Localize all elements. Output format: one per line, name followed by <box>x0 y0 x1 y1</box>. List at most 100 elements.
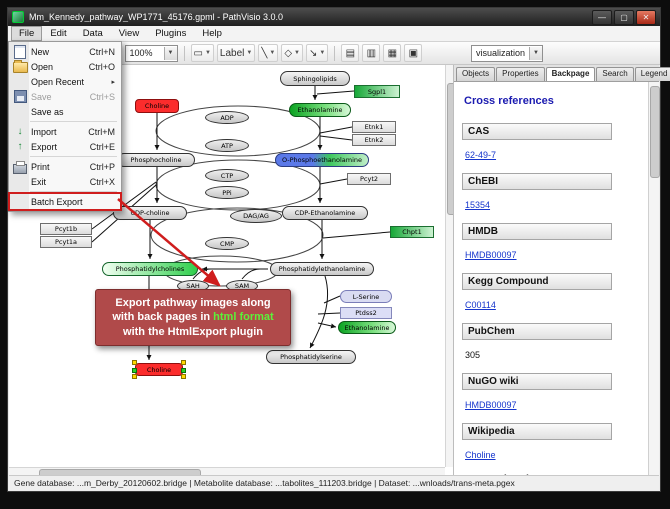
new-line-button[interactable]: ╲▼ <box>258 44 279 62</box>
chevron-down-icon[interactable]: ▼ <box>246 50 253 56</box>
menu-edit[interactable]: Edit <box>50 28 67 39</box>
node-phosphatidylcholines[interactable]: Phosphatidylcholines <box>102 262 198 276</box>
minimize-button[interactable]: — <box>592 9 612 25</box>
tab-backpage[interactable]: Backpage <box>545 67 596 81</box>
node-pcyt2[interactable]: Pcyt2 <box>347 173 391 185</box>
node-dag-ag[interactable]: DAG/AG <box>230 209 282 223</box>
align-vertical-button[interactable]: ▥ <box>362 44 381 62</box>
node-etnk2[interactable]: Etnk2 <box>352 134 396 146</box>
node-ctp[interactable]: CTP <box>205 169 249 182</box>
chevron-down-icon[interactable]: ▼ <box>204 50 211 56</box>
xref-value[interactable]: 62-49-7 <box>465 150 497 160</box>
menu-data[interactable]: Data <box>82 28 103 39</box>
zoom-combo[interactable]: 100% ▼ <box>124 44 178 62</box>
node-sphingolipids[interactable]: Sphingolipids <box>280 71 350 86</box>
chevron-down-icon[interactable]: ▼ <box>529 46 542 60</box>
scrollbar-thumb[interactable] <box>447 83 455 215</box>
node-adp[interactable]: ADP <box>205 111 249 124</box>
import-icon: ↓ <box>17 125 23 137</box>
distribute-button[interactable]: ▦ <box>383 44 402 62</box>
chevron-down-icon[interactable]: ▼ <box>269 50 276 56</box>
node-ethanolamine-2[interactable]: Ethanolamine <box>338 321 396 334</box>
xref-value[interactable]: C00114 <box>465 300 496 310</box>
selection-handle[interactable] <box>181 360 186 365</box>
scrollbar-thumb[interactable] <box>39 469 201 477</box>
node-l-serine[interactable]: L-Serine <box>340 290 392 303</box>
menu-view[interactable]: View <box>118 28 140 39</box>
file-menu-item-open-recent[interactable]: Open Recent▸ <box>10 74 120 89</box>
toolbar-draw-group: ▭▼Label▼╲▼◇▼↘▼ <box>190 44 329 62</box>
stack-button[interactable]: ▣ <box>404 44 423 62</box>
selection-handle[interactable] <box>132 360 137 365</box>
canvas-horizontal-scrollbar[interactable] <box>9 467 445 477</box>
node-pcyt1a[interactable]: Pcyt1a <box>40 236 92 248</box>
xref-value[interactable]: HMDB00097 <box>465 250 517 260</box>
menu-help[interactable]: Help <box>202 28 222 39</box>
menu-item-shortcut: Ctrl+P <box>89 161 115 172</box>
node-atp[interactable]: ATP <box>205 139 249 152</box>
tab-search[interactable]: Search <box>596 67 634 81</box>
tab-properties[interactable]: Properties <box>496 67 545 81</box>
node-phosphatidylethanolamine[interactable]: Phosphatidylethanolamine <box>270 262 374 276</box>
selection-handle[interactable] <box>181 374 186 379</box>
visualization-combo[interactable]: visualization ▼ <box>470 44 543 62</box>
node-ptdss2[interactable]: Ptdss2 <box>340 307 392 319</box>
node-cdp-choline[interactable]: CDP-choline <box>113 206 187 220</box>
xref-value[interactable]: HMDB00097 <box>465 400 517 410</box>
selection-handle[interactable] <box>181 368 186 373</box>
menu-file[interactable]: File <box>11 26 43 41</box>
sidebar-scrollbar[interactable] <box>648 82 660 477</box>
node-chpt1[interactable]: Chpt1 <box>390 226 434 238</box>
align-horizontal-button[interactable]: ▤ <box>341 44 360 62</box>
node-choline-2[interactable]: Choline <box>132 360 186 379</box>
close-button[interactable]: ✕ <box>636 9 656 25</box>
xref-value[interactable]: Choline <box>465 450 496 460</box>
node-cdp-ethanolamine[interactable]: CDP-Ethanolamine <box>282 206 368 220</box>
canvas-vertical-scrollbar[interactable] <box>445 65 455 467</box>
node-label: DAG/AG <box>243 212 269 220</box>
node-phosphocholine[interactable]: Phosphocholine <box>117 153 195 167</box>
selection-handle[interactable] <box>132 374 137 379</box>
file-menu-item-batch-export[interactable]: Batch Export <box>8 192 122 211</box>
tab-objects[interactable]: Objects <box>456 67 496 81</box>
new-gene-product-button[interactable]: ▭▼ <box>190 44 214 62</box>
chevron-down-icon[interactable]: ▼ <box>319 50 326 56</box>
tab-legend[interactable]: Legend <box>634 67 670 81</box>
new-shape-button[interactable]: ◇▼ <box>281 44 303 62</box>
xref-value[interactable]: 15354 <box>465 200 491 210</box>
new-connector-button[interactable]: ↘▼ <box>305 44 329 62</box>
node-o-phosphoethanolamine[interactable]: O-Phosphoethanolamine <box>275 153 369 167</box>
node-ethanolamine[interactable]: Ethanolamine <box>289 103 351 117</box>
node-label: Ethanolamine <box>297 106 343 114</box>
maximize-button[interactable]: ▢ <box>614 9 634 25</box>
file-menu-item-save-as[interactable]: Save as <box>10 104 120 119</box>
menu-item-icon <box>12 60 28 73</box>
title-bar[interactable]: Mm_Kennedy_pathway_WP1771_45176.gpml - P… <box>8 8 660 26</box>
toolbar-align-group: ▤▥▦▣ <box>341 44 423 62</box>
node-etnk1[interactable]: Etnk1 <box>352 121 396 133</box>
selection-handle[interactable] <box>132 368 137 373</box>
chevron-down-icon[interactable]: ▼ <box>294 50 300 56</box>
chevron-down-icon[interactable]: ▼ <box>163 46 177 60</box>
node-phosphatidylserine[interactable]: Phosphatidylserine <box>266 350 356 364</box>
scrollbar-thumb[interactable] <box>650 86 660 178</box>
new-label-button[interactable]: Label▼ <box>216 44 256 62</box>
menu-plugins[interactable]: Plugins <box>155 28 187 39</box>
node-choline[interactable]: Choline <box>135 99 179 113</box>
node-cmp[interactable]: CMP <box>205 237 249 250</box>
node-ppi[interactable]: PPi <box>205 186 249 199</box>
node-pcyt1b[interactable]: Pcyt1b <box>40 223 92 235</box>
annotation-text: Export pathway images along with back pa… <box>112 297 271 324</box>
node-sgpl1[interactable]: Sgpl1 <box>354 85 400 98</box>
